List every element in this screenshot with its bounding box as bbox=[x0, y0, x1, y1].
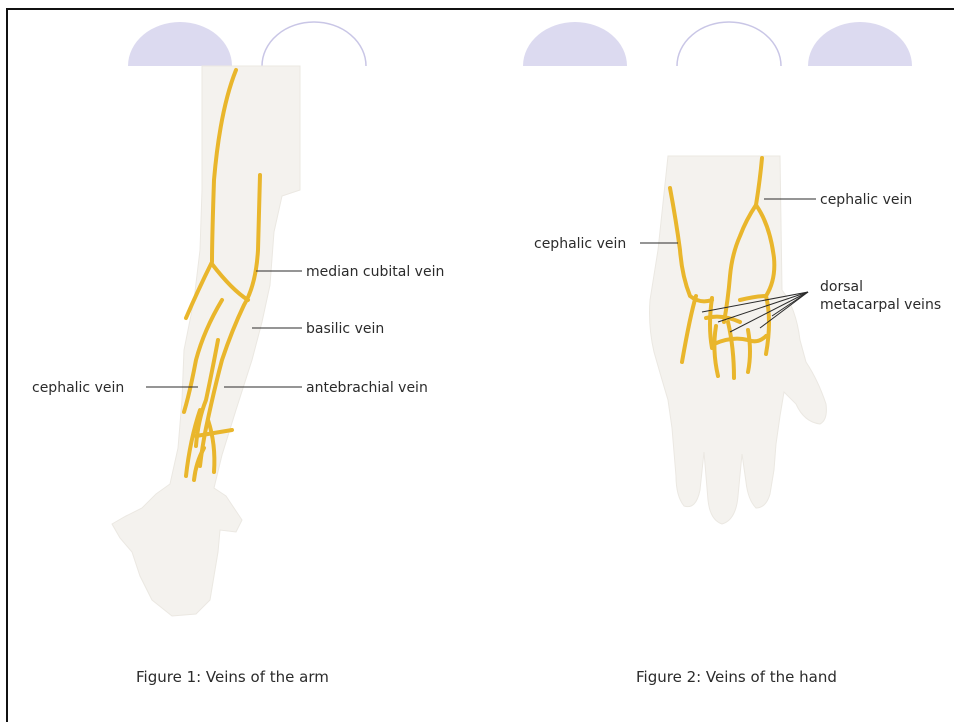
decor-circle-4 bbox=[677, 22, 781, 66]
decor-circle-2 bbox=[262, 22, 366, 66]
arm-silhouette bbox=[112, 66, 300, 616]
decor-circle-1 bbox=[128, 22, 232, 66]
label-antebrachial: antebrachial vein bbox=[306, 380, 428, 396]
decor-circle-5 bbox=[808, 22, 912, 66]
decorative-circles bbox=[128, 22, 912, 66]
label-basilic: basilic vein bbox=[306, 321, 384, 337]
label-cephalic-hand-right: cephalic vein bbox=[820, 192, 912, 208]
caption-hand: Figure 2: Veins of the hand bbox=[636, 668, 837, 686]
decor-circle-3 bbox=[523, 22, 627, 66]
label-median-cubital: median cubital vein bbox=[306, 264, 444, 280]
label-cephalic-arm: cephalic vein bbox=[32, 380, 124, 396]
hand-figure: cephalic vein cephalic vein dorsal metac… bbox=[534, 156, 941, 686]
hand-vein-meta-5 bbox=[748, 330, 750, 372]
arm-figure: median cubital vein basilic vein cephali… bbox=[32, 66, 444, 686]
label-metacarpal-veins: metacarpal veins bbox=[820, 297, 941, 313]
hand-vein-meta-2 bbox=[710, 298, 712, 348]
label-cephalic-hand-left: cephalic vein bbox=[534, 236, 626, 252]
caption-arm: Figure 1: Veins of the arm bbox=[136, 668, 329, 686]
label-dorsal: dorsal bbox=[820, 279, 863, 295]
